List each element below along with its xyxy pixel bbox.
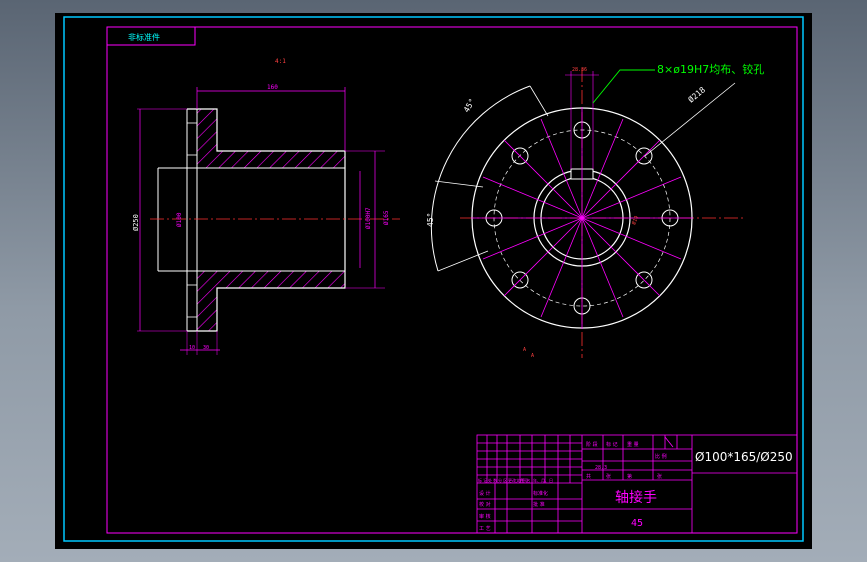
role-check: 校 对 [479, 501, 491, 508]
dim-inner: Ø100H7 [365, 207, 372, 229]
role-process: 工 艺 [479, 526, 491, 532]
part-name: 轴接手 [615, 489, 657, 506]
mark-cell-1: 标 记 [478, 477, 487, 483]
inner-frame [106, 26, 798, 534]
section-mark-a-2: A [531, 353, 534, 359]
dim-bore-left: Ø100 [176, 212, 183, 227]
dim-right: Ø165 [383, 210, 390, 225]
angle-left: 45° [426, 213, 435, 227]
stage-header-3: 重 量 [627, 441, 639, 448]
dim-pcd: Ø218 [686, 84, 707, 104]
role-approve: 批 准 [533, 501, 545, 508]
role-review: 审 核 [479, 513, 491, 520]
stage-header-2: 标 记 [606, 441, 618, 448]
hole-note: 8×ø19H7均布、铰孔 [657, 62, 764, 76]
dim-key-width: 28.36 [572, 67, 587, 73]
sheet-index: 第 [627, 473, 632, 480]
material: 45 [631, 518, 643, 529]
dim-outer-vertical: Ø250 [132, 214, 140, 231]
scale-mark: 4:1 [275, 58, 286, 65]
stage-header-1: 阶 段 [586, 441, 598, 448]
sheet-index-unit: 张 [657, 473, 662, 480]
mark-cell-3: 分 区 [498, 477, 507, 483]
role-design: 设 计 [479, 490, 491, 497]
dim-bottom-2: 30 [203, 345, 209, 351]
mark-cell-4: 更改文件号 [508, 477, 528, 483]
dim-top: 160 [267, 84, 278, 91]
spec-text: Ø100*165/Ø250 [695, 450, 793, 464]
drawing-canvas: 非标准件 4:1 160 Ø250 Ø100 [63, 16, 804, 542]
sheet-total: 共 [586, 473, 591, 480]
section-mark-a: A [523, 347, 526, 353]
cad-viewport[interactable]: 非标准件 4:1 160 Ø250 Ø100 [55, 13, 812, 549]
sheet-total-unit: 张 [606, 473, 611, 480]
label-tab-box [106, 26, 196, 46]
mark-cell-2: 处 数 [488, 477, 497, 483]
dim-key-depth: Ø19 [630, 215, 640, 226]
title-block [476, 434, 798, 534]
label-tab-text: 非标准件 [128, 32, 160, 42]
role-standard: 标准化 [533, 490, 548, 497]
title-block-text: 标 记 处 数 分 区 更改文件号 签 名 年、月、日 设 计 校 对 审 核 … [478, 441, 793, 532]
mark-cell-5: 签 名 [521, 477, 530, 483]
stage-header-4: 比 例 [655, 453, 667, 460]
weight-value: 28.3 [595, 465, 607, 471]
end-view: 45° 45° Ø218 28.36 Ø19 8×ø19H7均布、铰孔 [426, 62, 764, 358]
mark-cell-6: 年、月、日 [533, 477, 553, 483]
angle-top: 45° [462, 97, 477, 114]
dim-bottom-1: 10 [189, 345, 195, 351]
outer-frame [63, 16, 804, 542]
section-view: 160 Ø250 Ø100 Ø100H7 Ø165 10 30 [132, 84, 400, 355]
